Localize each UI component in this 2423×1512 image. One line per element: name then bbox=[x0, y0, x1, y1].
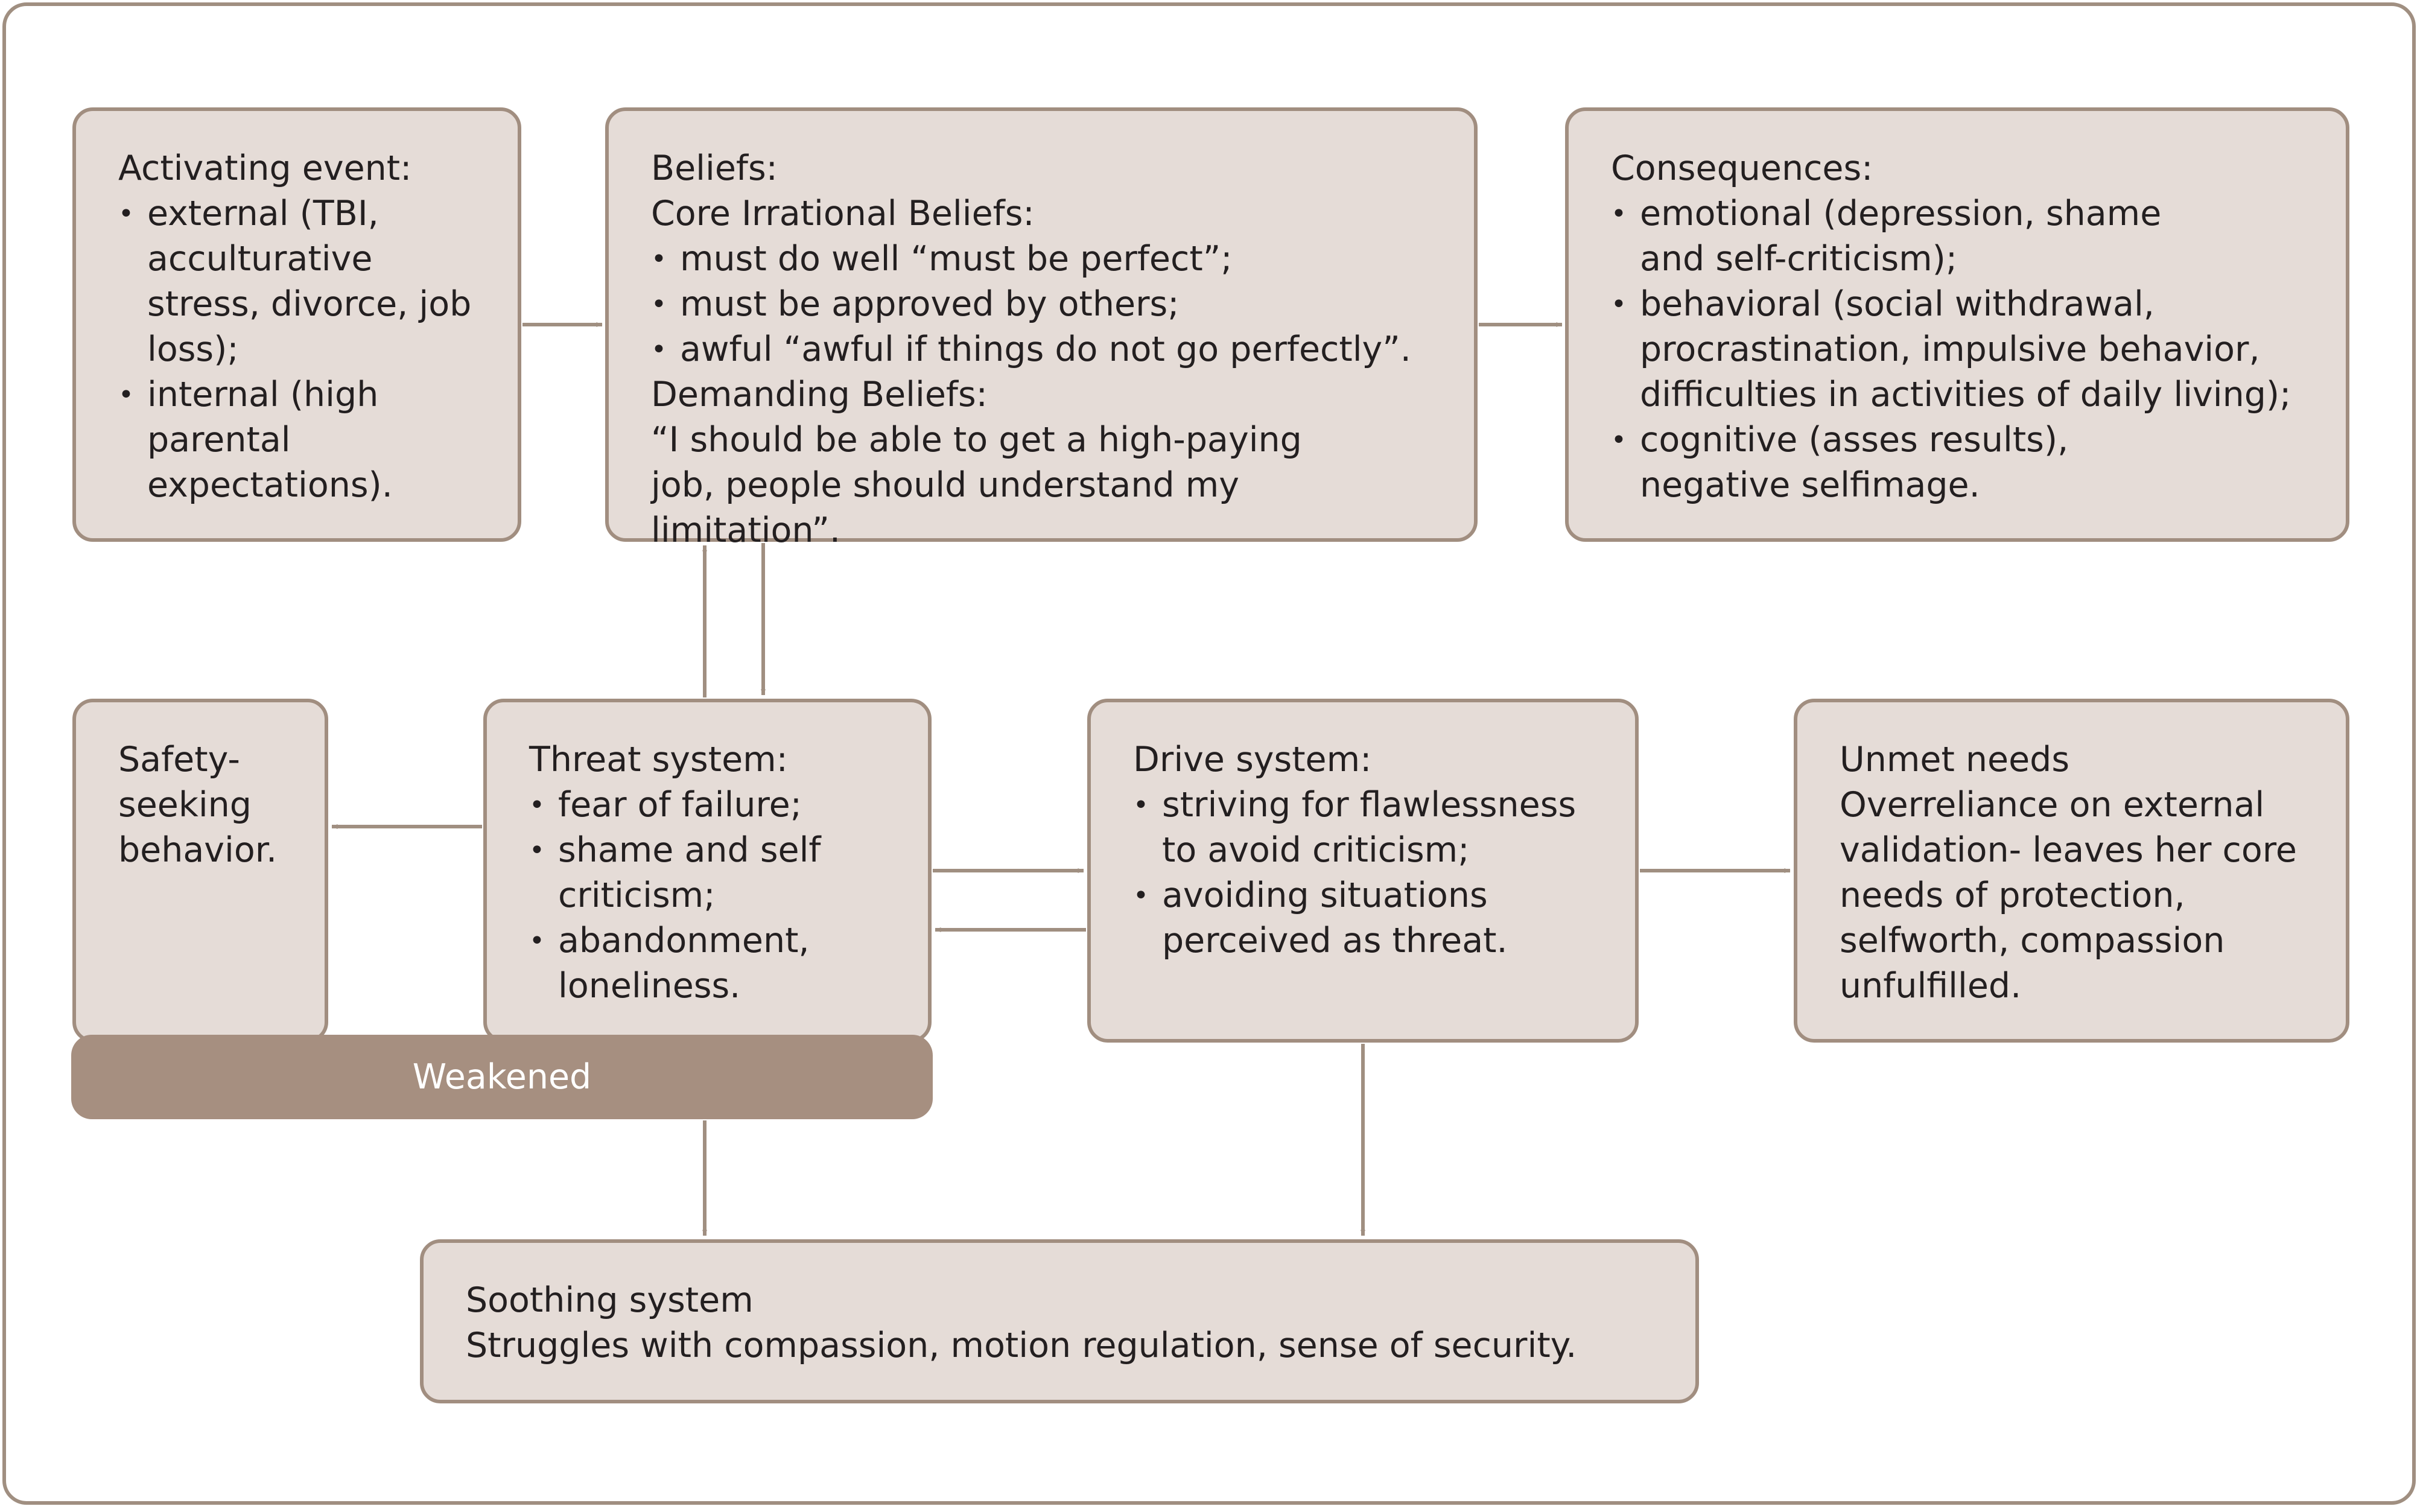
core-belief-item: awful “awful if things do not go perfect… bbox=[651, 327, 1432, 372]
consequences-list: emotional (depression, shame and self-cr… bbox=[1611, 191, 2304, 508]
consequences-box: Consequences: emotional (depression, sha… bbox=[1565, 107, 2349, 542]
threat-system-list: fear of failure; shame and self criticis… bbox=[529, 783, 886, 1009]
threat-system-item: shame and self criticism; bbox=[529, 828, 886, 918]
consequence-item: emotional (depression, shame and self-cr… bbox=[1611, 191, 2304, 282]
soothing-system-box: Soothing system Struggles with compassio… bbox=[420, 1239, 1699, 1403]
beliefs-box: Beliefs: Core Irrational Beliefs: must d… bbox=[605, 107, 1478, 550]
threat-system-item: abandonment, loneliness. bbox=[529, 918, 886, 1009]
consequence-item: behavioral (social withdrawal, procrasti… bbox=[1611, 282, 2304, 418]
consequence-item: cognitive (asses results), negative self… bbox=[1611, 418, 2304, 508]
activating-event-item: internal (high parental expectations). bbox=[118, 372, 475, 508]
drive-system-title: Drive system: bbox=[1133, 740, 1372, 780]
core-belief-item: must do well “must be perfect”; bbox=[651, 237, 1432, 282]
threat-system-item: fear of failure; bbox=[529, 783, 886, 828]
drive-system-item: striving for flawlessness to avoid criti… bbox=[1133, 783, 1593, 873]
demanding-beliefs-heading: Demanding Beliefs: bbox=[651, 375, 988, 415]
activating-event-box: Activating event: external (TBI, accultu… bbox=[72, 107, 521, 542]
drive-system-item: avoiding situations perceived as threat. bbox=[1133, 873, 1593, 964]
soothing-system-text: Struggles with compassion, motion regula… bbox=[466, 1326, 1577, 1365]
demanding-beliefs-text: “I should be able to get a high-paying j… bbox=[651, 420, 1302, 550]
drive-system-box: Drive system: striving for flawlessness … bbox=[1087, 699, 1639, 1043]
core-beliefs-list: must do well “must be perfect”; must be … bbox=[651, 237, 1432, 372]
activating-event-title: Activating event: bbox=[118, 148, 412, 188]
safety-seeking-text: Safety-seeking behavior. bbox=[118, 740, 278, 870]
threat-system-box: Threat system: fear of failure; shame an… bbox=[483, 699, 932, 1043]
soothing-system-title: Soothing system bbox=[466, 1280, 754, 1320]
core-belief-item: must be approved by others; bbox=[651, 282, 1432, 327]
weakened-label: Weakened bbox=[412, 1057, 592, 1097]
activating-event-item: external (TBI, acculturative stress, div… bbox=[118, 191, 475, 372]
safety-seeking-box: Safety-seeking behavior. bbox=[72, 699, 328, 1043]
weakened-bar: Weakened bbox=[71, 1035, 933, 1119]
core-beliefs-heading: Core Irrational Beliefs: bbox=[651, 194, 1035, 233]
unmet-needs-title: Unmet needs bbox=[1840, 740, 2070, 780]
unmet-needs-box: Unmet needs Overreliance on external val… bbox=[1794, 699, 2349, 1043]
consequences-title: Consequences: bbox=[1611, 148, 1873, 188]
activating-event-list: external (TBI, acculturative stress, div… bbox=[118, 191, 475, 508]
threat-system-title: Threat system: bbox=[529, 740, 788, 780]
beliefs-title: Beliefs: bbox=[651, 148, 778, 188]
drive-system-list: striving for flawlessness to avoid criti… bbox=[1133, 783, 1593, 964]
unmet-needs-text: Overreliance on external validation- lea… bbox=[1840, 785, 2297, 1006]
